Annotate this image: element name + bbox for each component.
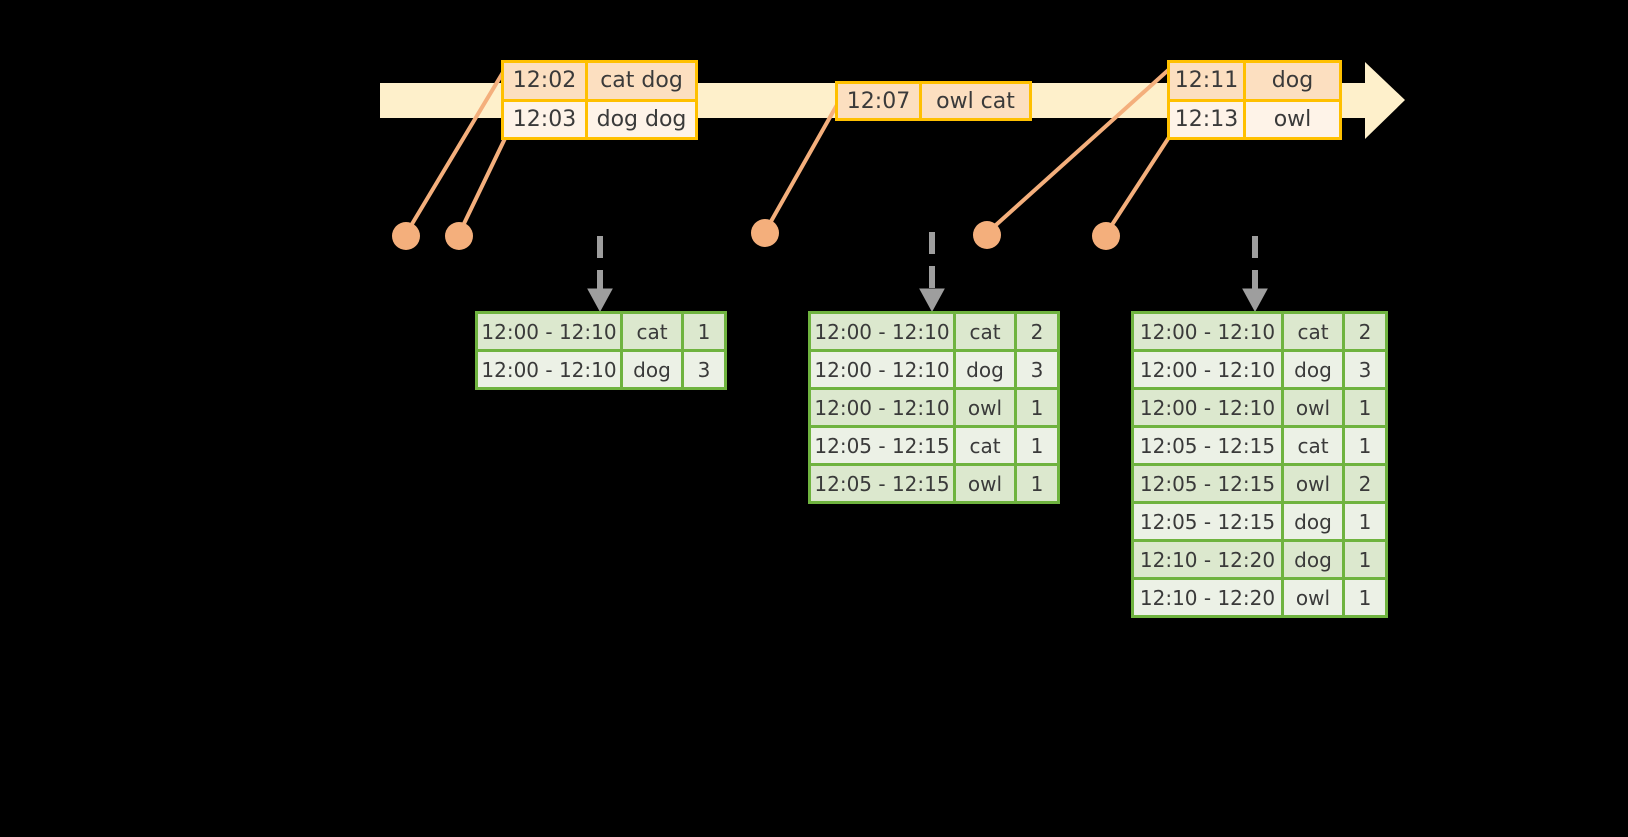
count-cell: 2 bbox=[1345, 314, 1385, 349]
word-cell: dog bbox=[1284, 352, 1342, 387]
table-row[interactable]: 12:00 - 12:10 owl 1 bbox=[811, 390, 1057, 425]
count-cell: 1 bbox=[1017, 428, 1057, 463]
event-words: owl bbox=[1273, 106, 1312, 132]
window-cell: 12:05 - 12:15 bbox=[811, 466, 953, 501]
event-time: 12:03 bbox=[504, 101, 588, 137]
event-box-3[interactable]: 12:11 dog 12:13 owl bbox=[1167, 60, 1342, 140]
event-words: dog bbox=[1271, 68, 1314, 94]
event-row[interactable]: 12:02 cat dog bbox=[504, 63, 695, 99]
window-cell: 12:00 - 12:10 bbox=[1134, 352, 1281, 387]
event-words: dog dog bbox=[596, 106, 687, 132]
count-cell: 1 bbox=[684, 314, 724, 349]
event-words: owl cat bbox=[936, 88, 1015, 114]
table-row[interactable]: 12:10 - 12:20 owl 1 bbox=[1134, 580, 1385, 615]
table-row[interactable]: 12:05 - 12:15 cat 1 bbox=[811, 428, 1057, 463]
event-time: 12:02 bbox=[504, 63, 588, 99]
word-cell: owl bbox=[1284, 466, 1342, 501]
window-cell: 12:00 - 12:10 bbox=[811, 314, 953, 349]
word-cell: dog bbox=[956, 352, 1014, 387]
window-cell: 12:00 - 12:10 bbox=[478, 314, 620, 349]
connector-12-07 bbox=[763, 94, 844, 234]
count-cell: 2 bbox=[1345, 466, 1385, 501]
table-row[interactable]: 12:00 - 12:10 owl 1 bbox=[1134, 390, 1385, 425]
aggregation-table-3[interactable]: 12:00 - 12:10 cat 2 12:00 - 12:10 dog 3 … bbox=[1131, 311, 1388, 618]
word-cell: cat bbox=[1284, 428, 1342, 463]
table-row[interactable]: 12:00 - 12:10 dog 3 bbox=[811, 352, 1057, 387]
event-marker-12-13 bbox=[1092, 222, 1120, 250]
event-marker-dots bbox=[392, 219, 1120, 250]
window-cell: 12:00 - 12:10 bbox=[811, 352, 953, 387]
word-cell: dog bbox=[1284, 504, 1342, 539]
event-box-1[interactable]: 12:02 cat dog 12:03 dog dog bbox=[501, 60, 698, 140]
event-words: cat dog bbox=[600, 68, 683, 94]
count-cell: 1 bbox=[1345, 580, 1385, 615]
event-row[interactable]: 12:11 dog bbox=[1170, 63, 1339, 99]
table-row[interactable]: 12:05 - 12:15 cat 1 bbox=[1134, 428, 1385, 463]
event-marker-12-02 bbox=[392, 222, 420, 250]
window-cell: 12:00 - 12:10 bbox=[1134, 390, 1281, 425]
count-cell: 1 bbox=[1345, 542, 1385, 577]
count-cell: 1 bbox=[1017, 390, 1057, 425]
event-marker-12-11 bbox=[973, 221, 1001, 249]
event-time: 12:13 bbox=[1170, 101, 1246, 137]
window-cell: 12:05 - 12:15 bbox=[1134, 428, 1281, 463]
event-row[interactable]: 12:07 owl cat bbox=[838, 84, 1029, 118]
window-cell: 12:05 - 12:15 bbox=[811, 428, 953, 463]
count-cell: 1 bbox=[1345, 504, 1385, 539]
word-cell: cat bbox=[623, 314, 681, 349]
count-cell: 3 bbox=[1017, 352, 1057, 387]
window-cell: 12:00 - 12:10 bbox=[1134, 314, 1281, 349]
table-row[interactable]: 12:00 - 12:10 cat 1 bbox=[478, 314, 724, 349]
word-cell: cat bbox=[956, 428, 1014, 463]
word-cell: cat bbox=[956, 314, 1014, 349]
window-cell: 12:05 - 12:15 bbox=[1134, 504, 1281, 539]
aggregation-table-1[interactable]: 12:00 - 12:10 cat 1 12:00 - 12:10 dog 3 bbox=[475, 311, 727, 390]
count-cell: 1 bbox=[1345, 428, 1385, 463]
emit-arrows bbox=[587, 232, 1268, 313]
event-marker-12-03 bbox=[445, 222, 473, 250]
table-row[interactable]: 12:00 - 12:10 cat 2 bbox=[811, 314, 1057, 349]
connector-12-03 bbox=[457, 126, 512, 236]
window-cell: 12:00 - 12:10 bbox=[811, 390, 953, 425]
aggregation-table-2[interactable]: 12:00 - 12:10 cat 2 12:00 - 12:10 dog 3 … bbox=[808, 311, 1060, 504]
word-cell: cat bbox=[1284, 314, 1342, 349]
table-row[interactable]: 12:05 - 12:15 owl 1 bbox=[811, 466, 1057, 501]
table-row[interactable]: 12:00 - 12:10 dog 3 bbox=[1134, 352, 1385, 387]
event-time: 12:07 bbox=[838, 84, 922, 118]
word-cell: dog bbox=[623, 352, 681, 387]
count-cell: 1 bbox=[1345, 390, 1385, 425]
word-cell: owl bbox=[956, 390, 1014, 425]
connector-12-02 bbox=[404, 62, 510, 236]
event-box-2[interactable]: 12:07 owl cat bbox=[835, 81, 1032, 121]
word-cell: dog bbox=[1284, 542, 1342, 577]
table-row[interactable]: 12:05 - 12:15 owl 2 bbox=[1134, 466, 1385, 501]
count-cell: 3 bbox=[684, 352, 724, 387]
word-cell: owl bbox=[1284, 580, 1342, 615]
window-cell: 12:00 - 12:10 bbox=[478, 352, 620, 387]
event-row[interactable]: 12:03 dog dog bbox=[504, 98, 695, 137]
event-time: 12:11 bbox=[1170, 63, 1246, 99]
emit-arrow-3 bbox=[1242, 236, 1268, 313]
window-cell: 12:10 - 12:20 bbox=[1134, 542, 1281, 577]
event-marker-12-07 bbox=[751, 219, 779, 247]
count-cell: 2 bbox=[1017, 314, 1057, 349]
table-row[interactable]: 12:00 - 12:10 dog 3 bbox=[478, 352, 724, 387]
event-row[interactable]: 12:13 owl bbox=[1170, 98, 1339, 137]
word-cell: owl bbox=[1284, 390, 1342, 425]
table-row[interactable]: 12:10 - 12:20 dog 1 bbox=[1134, 542, 1385, 577]
connector-12-13 bbox=[1104, 123, 1179, 236]
emit-arrow-1 bbox=[587, 236, 613, 313]
window-cell: 12:10 - 12:20 bbox=[1134, 580, 1281, 615]
word-cell: owl bbox=[956, 466, 1014, 501]
emit-arrow-2 bbox=[919, 232, 945, 313]
count-cell: 3 bbox=[1345, 352, 1385, 387]
table-row[interactable]: 12:05 - 12:15 dog 1 bbox=[1134, 504, 1385, 539]
window-cell: 12:05 - 12:15 bbox=[1134, 466, 1281, 501]
table-row[interactable]: 12:00 - 12:10 cat 2 bbox=[1134, 314, 1385, 349]
count-cell: 1 bbox=[1017, 466, 1057, 501]
